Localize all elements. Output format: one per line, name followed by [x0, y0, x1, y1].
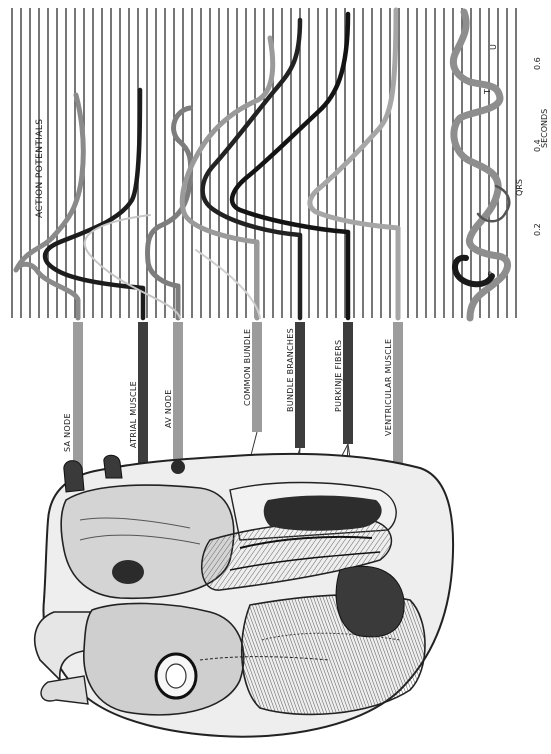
- svg-text:VENTRICULAR MUSCLE: VENTRICULAR MUSCLE: [384, 339, 393, 436]
- svg-text:ATRIAL MUSCLE: ATRIAL MUSCLE: [129, 381, 138, 448]
- ventricle-cavity-shadow: [264, 496, 382, 531]
- trace-purkinje: [232, 14, 348, 318]
- trace-bundle-branches: [203, 20, 300, 318]
- svg-text:SA NODE: SA NODE: [63, 413, 72, 452]
- figure-title: ACTION POTENTIALS: [35, 119, 45, 218]
- action-potential-traces: [16, 10, 398, 318]
- pulmonary-trunk: [41, 676, 88, 704]
- fossa-ovalis: [112, 560, 144, 584]
- ecg-label-qrs: QRS: [515, 179, 524, 196]
- ecg-label-t: T: [483, 89, 492, 95]
- axis-tick-0: 0.2: [533, 223, 542, 236]
- vena-cava-top: [64, 461, 84, 492]
- ecg-label-u: U: [489, 44, 498, 50]
- svg-text:PURKINJE FIBERS: PURKINJE FIBERS: [334, 340, 343, 412]
- ecg-label-p: P: [487, 271, 496, 276]
- sa-node-dot: [171, 460, 185, 474]
- axis-label: SECONDS: [540, 109, 549, 148]
- axis-tick-2: 0.6: [533, 57, 542, 70]
- ecg-p-loop: [455, 258, 492, 284]
- trace-sa-node: [16, 95, 83, 318]
- heart-illustration: [35, 454, 453, 737]
- svg-text:AV NODE: AV NODE: [164, 389, 173, 428]
- svg-text:BUNDLE BRANCHES: BUNDLE BRANCHES: [286, 328, 295, 412]
- svg-text:COMMON BUNDLE: COMMON BUNDLE: [243, 329, 252, 406]
- time-axis: 0.2 0.4 0.6 SECONDS: [533, 57, 549, 236]
- vessel-stub: [104, 455, 122, 478]
